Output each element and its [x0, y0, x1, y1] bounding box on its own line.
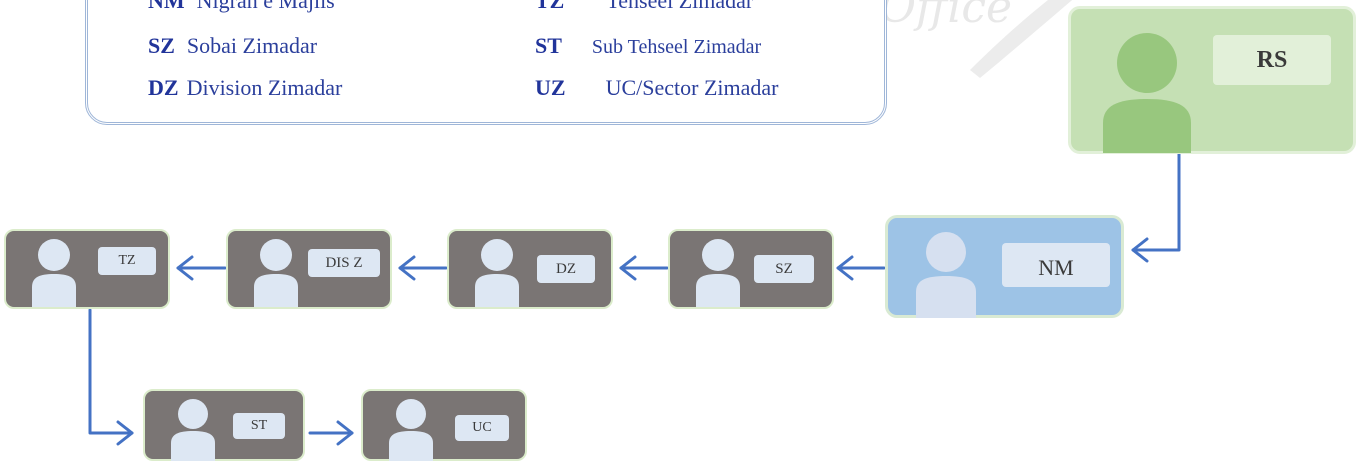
watermark-text-right: Office: [880, 0, 1012, 33]
watermark-swoosh: [970, 0, 1073, 78]
node-disz-label: DIS Z: [308, 249, 380, 277]
node-sz: SZ: [668, 229, 834, 309]
person-icon: [696, 239, 740, 307]
node-tz: TZ: [4, 229, 170, 309]
person-icon: [916, 232, 976, 318]
node-dz: DZ: [447, 229, 613, 309]
person-icon: [389, 399, 433, 461]
node-nm-label: NM: [1002, 243, 1110, 287]
person-icon: [171, 399, 215, 461]
node-nm: NM: [885, 215, 1124, 318]
node-rs-label: RS: [1213, 35, 1331, 85]
node-st: ST: [143, 389, 305, 461]
node-st-label: ST: [233, 413, 285, 439]
person-icon: [1103, 33, 1191, 153]
person-icon: [254, 239, 298, 307]
node-tz-label: TZ: [98, 247, 156, 275]
person-icon: [475, 239, 519, 307]
node-uc-label: UC: [455, 415, 509, 441]
node-disz: DIS Z: [226, 229, 392, 309]
node-sz-label: SZ: [754, 255, 814, 283]
legend-box: [85, 0, 887, 125]
node-rs: RS: [1068, 6, 1356, 154]
node-uc: UC: [361, 389, 527, 461]
person-icon: [32, 239, 76, 307]
node-dz-label: DZ: [537, 255, 595, 283]
